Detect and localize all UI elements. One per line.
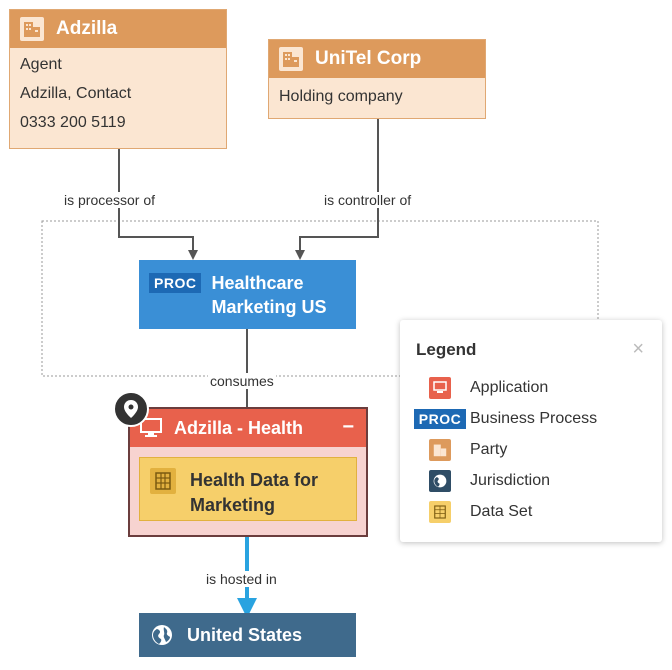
- party-node-adzilla[interactable]: Adzilla Agent Adzilla, Contact 0333 200 …: [9, 9, 227, 149]
- legend-close-button[interactable]: ×: [632, 338, 644, 360]
- legend-label: Business Process: [470, 409, 598, 427]
- dataset-title-line2: Marketing: [190, 495, 276, 515]
- legend-item: Jurisdiction: [410, 465, 660, 496]
- application-header: Adzilla - Health −: [130, 409, 366, 447]
- party-title: UniTel Corp: [315, 48, 422, 69]
- edge-label-consumes: consumes: [208, 373, 276, 389]
- party-line: Holding company: [279, 88, 403, 105]
- legend-item: Party: [410, 434, 660, 465]
- dataset-node[interactable]: Health Data for Marketing: [139, 457, 357, 521]
- dataset-icon: [429, 500, 451, 523]
- proc-badge: PROC: [149, 273, 202, 293]
- monitor-icon: [140, 418, 162, 438]
- legend-label: Jurisdiction: [470, 471, 551, 489]
- globe-icon: [429, 469, 451, 492]
- collapse-button[interactable]: −: [342, 416, 354, 438]
- legend-title: Legend: [416, 340, 477, 359]
- selection-box: [41, 220, 599, 377]
- application-title: Adzilla - Health: [174, 417, 304, 438]
- legend-label: Application: [470, 378, 549, 396]
- process-node[interactable]: PROC Healthcare Marketing US: [139, 260, 356, 329]
- party-node-unitel[interactable]: UniTel Corp Holding company: [268, 39, 486, 119]
- party-line: Agent: [20, 56, 62, 73]
- process-title-line2: Marketing US: [211, 297, 327, 317]
- party-header: UniTel Corp: [269, 40, 485, 78]
- party-header: Adzilla: [10, 10, 226, 48]
- legend-panel: Legend × Application PROC Business Proce…: [400, 320, 662, 542]
- legend-label: Party: [470, 440, 508, 458]
- edge-label-hosted: is hosted in: [204, 571, 279, 587]
- party-title: Adzilla: [56, 18, 118, 39]
- dataset-icon: [150, 468, 176, 494]
- party-line: 0333 200 5119: [20, 114, 126, 131]
- edge-controller: [295, 119, 379, 260]
- building-icon: [429, 438, 451, 461]
- building-icon: [279, 47, 303, 71]
- edge-label-controller: is controller of: [322, 192, 414, 208]
- globe-icon: [151, 624, 173, 646]
- legend-item: Application: [410, 372, 660, 403]
- location-pin-icon[interactable]: [113, 391, 149, 427]
- process-title-line1: Healthcare: [211, 273, 304, 293]
- party-line: Adzilla, Contact: [20, 85, 132, 102]
- jurisdiction-node[interactable]: United States: [139, 613, 356, 657]
- legend-label: Data Set: [470, 502, 533, 520]
- proc-badge: PROC: [413, 408, 467, 429]
- legend-item: PROC Business Process: [410, 403, 660, 434]
- monitor-icon: [429, 376, 451, 399]
- jurisdiction-title: United States: [187, 624, 303, 645]
- application-node[interactable]: Adzilla - Health − Health Data for Marke…: [128, 407, 368, 537]
- building-icon: [20, 17, 44, 41]
- dataset-title-line1: Health Data for: [190, 470, 319, 490]
- edge-label-processor: is processor of: [62, 192, 158, 208]
- legend-item: Data Set: [410, 496, 660, 527]
